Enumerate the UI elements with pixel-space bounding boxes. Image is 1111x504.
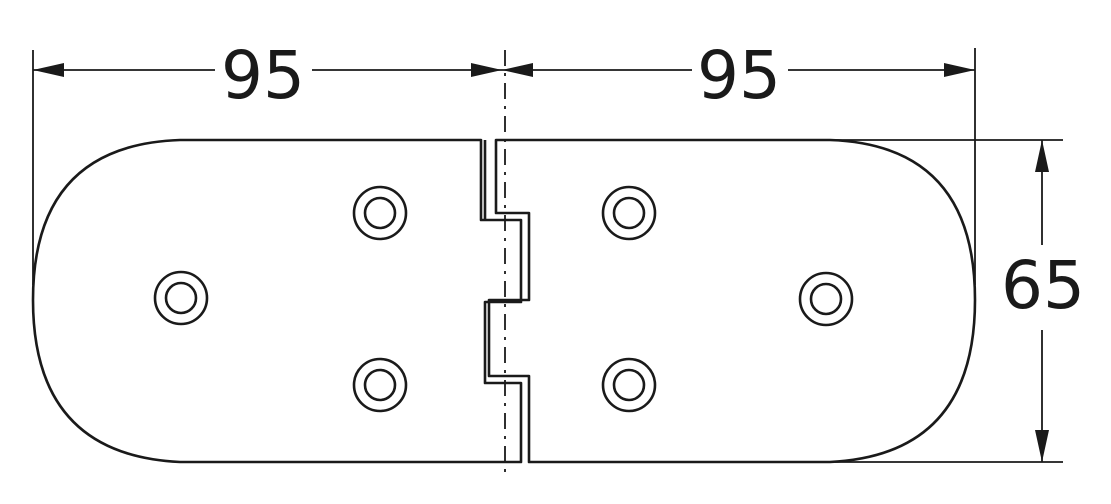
dimension-label-left: 95: [221, 37, 305, 114]
arrowhead-top: [1035, 140, 1049, 172]
dimension-label-height: 65: [1001, 247, 1085, 324]
mounting-hole: [601, 357, 657, 413]
mounting-hole: [798, 271, 854, 327]
arrowhead-bottom: [1035, 430, 1049, 462]
dimension-left-width: 95: [33, 37, 502, 114]
dimension-label-right: 95: [697, 37, 781, 114]
arrowhead-left: [33, 63, 64, 77]
left-leaf-holes: [153, 185, 408, 413]
arrowhead-center-right: [502, 63, 533, 77]
right-leaf-outline: [487, 138, 977, 464]
dimension-height: 65: [1001, 140, 1085, 462]
dimension-right-width: 95: [502, 37, 975, 114]
arrowhead-right: [944, 63, 975, 77]
right-leaf-holes: [601, 185, 854, 413]
mounting-hole: [352, 185, 408, 241]
arrowhead-center-left: [471, 63, 502, 77]
mounting-hole: [601, 185, 657, 241]
mounting-hole: [153, 270, 209, 326]
mounting-hole: [352, 357, 408, 413]
left-leaf-outline: [31, 138, 523, 464]
